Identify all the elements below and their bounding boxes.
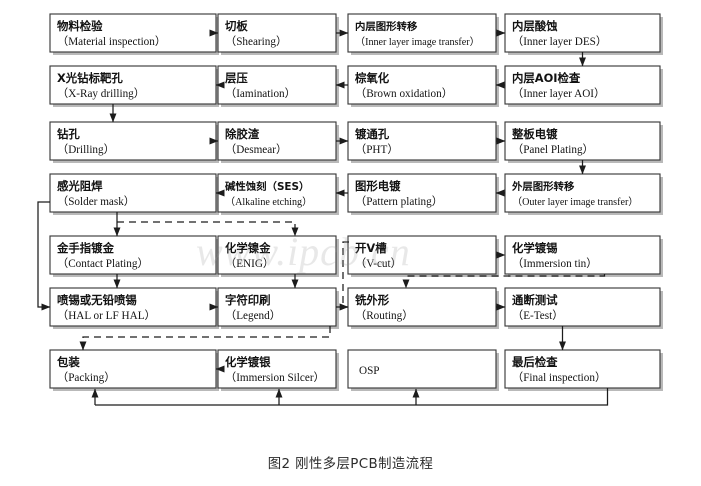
node-label-en-v-cut: （V-cut）	[355, 257, 402, 270]
node-box-contact-plating[interactable]	[49, 235, 217, 275]
node-box-hal[interactable]	[49, 287, 217, 327]
node-label-cn-legend: 字符印刷	[225, 293, 271, 307]
node-label-cn-v-cut: 开V槽	[355, 241, 387, 255]
node-label-en-alkaline-etching: （Alkaline etching）	[225, 196, 312, 208]
connector-solder-mask-bypass-to-hal	[37, 201, 51, 311]
node-label-en-outer-layer-image-transfer: （Outer layer image transfer）	[512, 196, 638, 208]
node-box-packing[interactable]	[49, 349, 217, 389]
node-box-legend[interactable]	[217, 287, 337, 327]
node-box-pattern-plating[interactable]	[347, 173, 497, 213]
node-boxes-layer	[49, 13, 663, 391]
node-box-solder-mask[interactable]	[49, 173, 217, 213]
node-label-en-inner-layer-des: （Inner layer DES）	[512, 35, 607, 48]
node-label-en-drilling: （Drilling）	[57, 143, 115, 156]
node-label-cn-x-ray-drilling: X光钻标靶孔	[57, 71, 123, 85]
connectors-layer	[37, 29, 609, 406]
node-label-en-hal: （HAL or LF HAL）	[57, 309, 156, 322]
node-box-lamination[interactable]	[217, 65, 337, 105]
node-box-outer-layer-image-transfer[interactable]	[504, 173, 661, 213]
node-label-cn-inner-layer-image-transfer: 内层图形转移	[355, 20, 418, 33]
node-label-cn-alkaline-etching: 碱性蚀刻（SES）	[225, 180, 309, 193]
node-box-e-test[interactable]	[504, 287, 661, 327]
node-box-panel-plating[interactable]	[504, 121, 661, 161]
node-label-cn-inner-layer-des: 内层酸蚀	[512, 19, 558, 33]
node-label-cn-solder-mask: 感光阻焊	[57, 179, 103, 193]
node-label-cn-brown-oxidation: 棕氧化	[354, 71, 390, 85]
node-label-cn-panel-plating: 整板电镀	[511, 127, 558, 141]
connector-solder-mask-branch-to-enig	[117, 221, 299, 237]
node-label-cn-immersion-tin: 化学镀锡	[512, 241, 558, 255]
node-label-en-pattern-plating: （Pattern plating）	[355, 195, 443, 208]
node-box-x-ray-drilling[interactable]	[49, 65, 217, 105]
node-box-inner-layer-image-transfer[interactable]	[347, 13, 497, 53]
node-label-cn-inner-layer-aoi: 内层AOI检查	[512, 71, 581, 85]
node-label-cn-drilling: 钻孔	[57, 127, 80, 141]
node-label-en-lamination: （Iamination）	[225, 87, 296, 100]
node-label-en-pht: （PHT）	[355, 143, 399, 156]
node-label-cn-enig: 化学镍金	[225, 241, 271, 255]
node-label-en-panel-plating: （Panel Plating）	[512, 143, 594, 156]
node-label-cn-packing: 包装	[56, 355, 80, 369]
node-label-cn-immersion-silver: 化学镀银	[225, 355, 271, 369]
connector-immersion-tin-to-routing	[402, 274, 606, 289]
node-label-cn-pattern-plating: 图形电镀	[355, 179, 401, 193]
node-label-en-packing: （Packing）	[57, 371, 115, 384]
node-label-cn-material-inspection: 物料检验	[57, 19, 103, 33]
node-label-en-desmear: （Desmear）	[225, 143, 287, 156]
node-label-en-brown-oxidation: （Brown oxidation）	[355, 87, 453, 100]
connector-legend-branch-to-packing	[79, 326, 331, 351]
node-label-cn-final-inspection: 最后检查	[512, 355, 558, 369]
figure-caption: 图2 刚性多层PCB制造流程	[267, 457, 434, 472]
node-box-alkaline-etching[interactable]	[217, 173, 337, 213]
node-box-immersion-silver[interactable]	[217, 349, 337, 389]
node-box-final-inspection[interactable]	[504, 349, 661, 389]
node-label-cn-routing: 铣外形	[355, 293, 390, 307]
node-labels-layer: 物料检验 （Material inspection） 切板 （Shearing） 内层图…	[56, 19, 638, 384]
node-box-inner-layer-des[interactable]	[504, 13, 661, 53]
node-label-cn-lamination: 层压	[224, 71, 248, 85]
node-label-cn-e-test: 通断测试	[512, 293, 558, 307]
node-box-enig[interactable]	[217, 235, 337, 275]
node-label-en-x-ray-drilling: （X-Ray drilling）	[57, 87, 145, 100]
node-box-drilling[interactable]	[49, 121, 217, 161]
node-label-en-immersion-tin: （Immersion tin）	[512, 257, 597, 270]
node-label-en-final-inspection: （Final inspection）	[512, 371, 606, 384]
node-label-en-shearing: （Shearing）	[225, 35, 287, 48]
node-label-en-material-inspection: （Material inspection）	[57, 35, 166, 48]
node-label-en-routing: （Routing）	[355, 309, 413, 322]
node-box-immersion-tin[interactable]	[504, 235, 661, 275]
connector-final-inspection-return-bus	[95, 388, 609, 406]
node-box-routing[interactable]	[347, 287, 497, 327]
connector-v-cut-to-routing	[339, 241, 349, 311]
node-label-en-legend: （Legend）	[225, 309, 281, 322]
node-label-en-osp: OSP	[359, 365, 380, 377]
node-label-en-inner-layer-image-transfer: （Inner layer image transfer）	[355, 36, 480, 48]
node-label-en-enig: （ENIG）	[225, 257, 274, 270]
node-label-cn-outer-layer-image-transfer: 外层图形转移	[511, 180, 575, 193]
node-label-cn-desmear: 除胶渣	[225, 127, 260, 141]
node-box-pht[interactable]	[347, 121, 497, 161]
node-label-cn-shearing: 切板	[225, 19, 248, 33]
node-box-material-inspection[interactable]	[49, 13, 217, 53]
node-label-en-immersion-silver: （Immersion Silcer）	[225, 371, 325, 384]
node-label-cn-pht: 镀通孔	[355, 127, 390, 141]
node-label-en-inner-layer-aoi: （Inner layer AOI）	[512, 87, 605, 100]
node-box-osp[interactable]	[347, 349, 497, 389]
node-label-en-e-test: （E-Test）	[512, 309, 563, 322]
node-label-cn-hal: 喷锡或无铅喷锡	[57, 293, 137, 307]
node-label-cn-contact-plating: 金手指镀金	[56, 241, 115, 255]
node-label-en-contact-plating: （Contact Plating）	[57, 257, 149, 270]
node-label-en-solder-mask: （Solder mask）	[57, 195, 135, 208]
